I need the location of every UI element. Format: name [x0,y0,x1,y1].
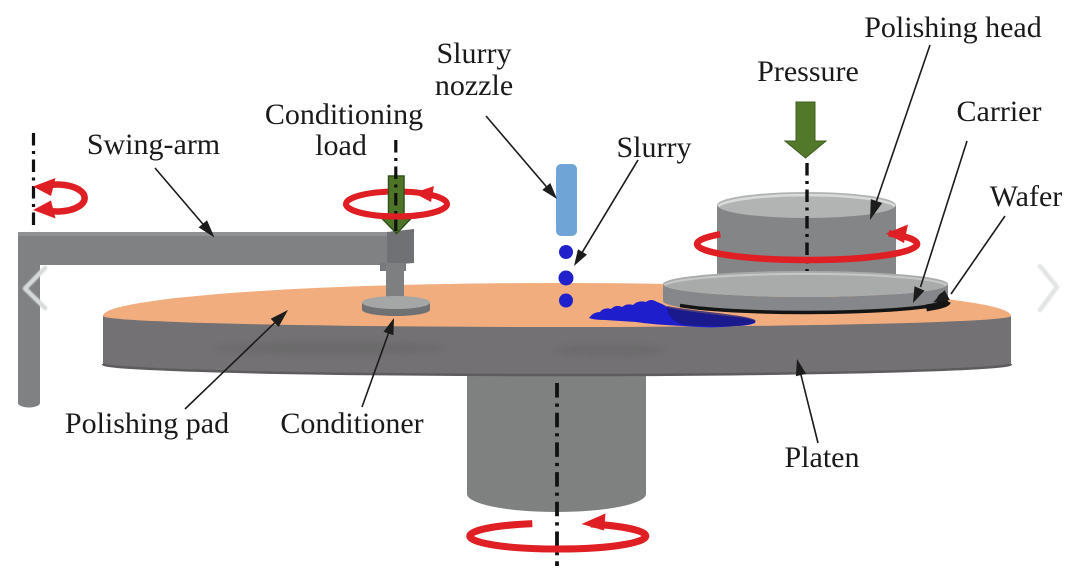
svg-text:Conditioning: Conditioning [265,98,423,131]
svg-text:Platen: Platen [785,441,860,474]
svg-text:load: load [315,129,367,162]
svg-text:Wafer: Wafer [990,180,1063,213]
svg-text:Pressure: Pressure [757,55,859,88]
svg-text:Slurry: Slurry [617,131,692,164]
svg-text:nozzle: nozzle [435,69,513,102]
svg-text:Swing-arm: Swing-arm [87,128,220,161]
svg-text:Polishing head: Polishing head [864,11,1042,44]
svg-text:Polishing pad: Polishing pad [65,407,229,440]
svg-text:Conditioner: Conditioner [280,407,423,440]
svg-text:Carrier: Carrier [957,95,1042,128]
svg-text:Slurry: Slurry [437,37,512,70]
